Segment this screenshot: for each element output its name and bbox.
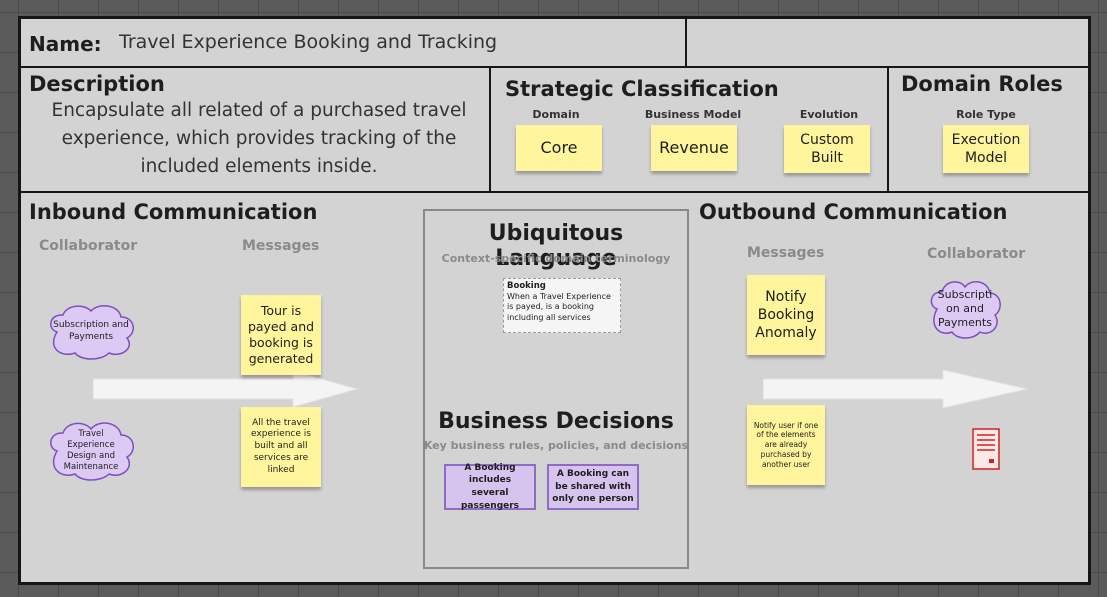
context-name: Travel Experience Booking and Tracking	[119, 31, 498, 53]
divider-desc-strategic	[489, 67, 491, 192]
bounded-context-canvas: Name: Travel Experience Booking and Trac…	[18, 16, 1091, 585]
inbound-collaborator-label: Collaborator	[39, 238, 138, 254]
outbound-arrow-icon	[763, 370, 1028, 408]
role-type-value: Execution Model	[951, 131, 1021, 166]
inbound-arrow-icon	[93, 371, 359, 407]
inbound-collaborator-2: Travel Experience Design and Maintenance	[63, 428, 119, 473]
divider-top-section	[21, 191, 1088, 193]
cloud-icon	[930, 281, 1001, 339]
divider-name-row	[21, 66, 1088, 68]
role-type-sticky: Execution Model	[943, 125, 1029, 173]
ubiquitous-subtitle: Context-specific domain terminology	[441, 252, 671, 265]
inbound-messages-label: Messages	[242, 238, 320, 254]
role-type-label: Role Type	[956, 108, 1016, 121]
inbound-message-1: Tour is payed and booking is generated	[241, 295, 321, 375]
description-text: Encapsulate all related of a purchased t…	[51, 100, 467, 177]
ubiquitous-heading: Ubiquitous Language	[488, 221, 624, 271]
outbound-message-1: Notify Booking Anomaly	[747, 275, 825, 355]
business-decisions-subtitle: Key business rules, policies, and decisi…	[423, 439, 689, 452]
cloud-icon	[50, 422, 134, 481]
outbound-messages-label: Messages	[747, 245, 825, 261]
domain-label: Domain	[532, 108, 580, 121]
business-model-value: Revenue	[659, 137, 729, 157]
glossary-term-card: Booking When a Travel Experience is paye…	[503, 278, 621, 333]
cloud-icon	[50, 305, 134, 360]
business-model-sticky: Revenue	[651, 125, 737, 171]
ubiquitous-language-panel: Ubiquitous Language Context-specific dom…	[423, 209, 689, 569]
outbound-message-2: Notify user if one of the elements are a…	[747, 405, 825, 485]
divider-name-split	[685, 19, 687, 67]
evolution-sticky: Custom Built	[784, 125, 870, 173]
name-label: Name:	[29, 32, 102, 56]
inbound-collaborator-1: Subscription and Payments	[53, 320, 129, 342]
domain-value: Core	[540, 137, 578, 157]
domain-roles-heading: Domain Roles	[901, 72, 1063, 96]
divider-strategic-roles	[887, 67, 889, 192]
business-decision-1: A Booking includes several passengers	[444, 463, 536, 511]
server-icon	[972, 428, 1000, 470]
domain-sticky: Core	[516, 125, 602, 171]
business-decisions-heading: Business Decisions	[438, 409, 674, 434]
business-decision-2: A Booking can be shared with only one pe…	[547, 464, 639, 510]
glossary-definition: When a Travel Experience is payed, is a …	[507, 292, 611, 322]
business-model-label: Business Model	[644, 108, 742, 121]
inbound-message-2: All the travel experience is built and a…	[241, 407, 321, 487]
outbound-collaborator-1: Subscripti on and Payments	[937, 287, 993, 330]
outbound-heading: Outbound Communication	[699, 200, 1008, 224]
glossary-term: Booking	[507, 281, 546, 291]
inbound-heading: Inbound Communication	[29, 200, 318, 224]
description-heading: Description	[29, 72, 165, 96]
strategic-heading: Strategic Classification	[505, 77, 779, 101]
evolution-value: Custom Built	[800, 131, 854, 166]
outbound-collaborator-label: Collaborator	[927, 246, 1026, 262]
evolution-label: Evolution	[799, 108, 859, 121]
